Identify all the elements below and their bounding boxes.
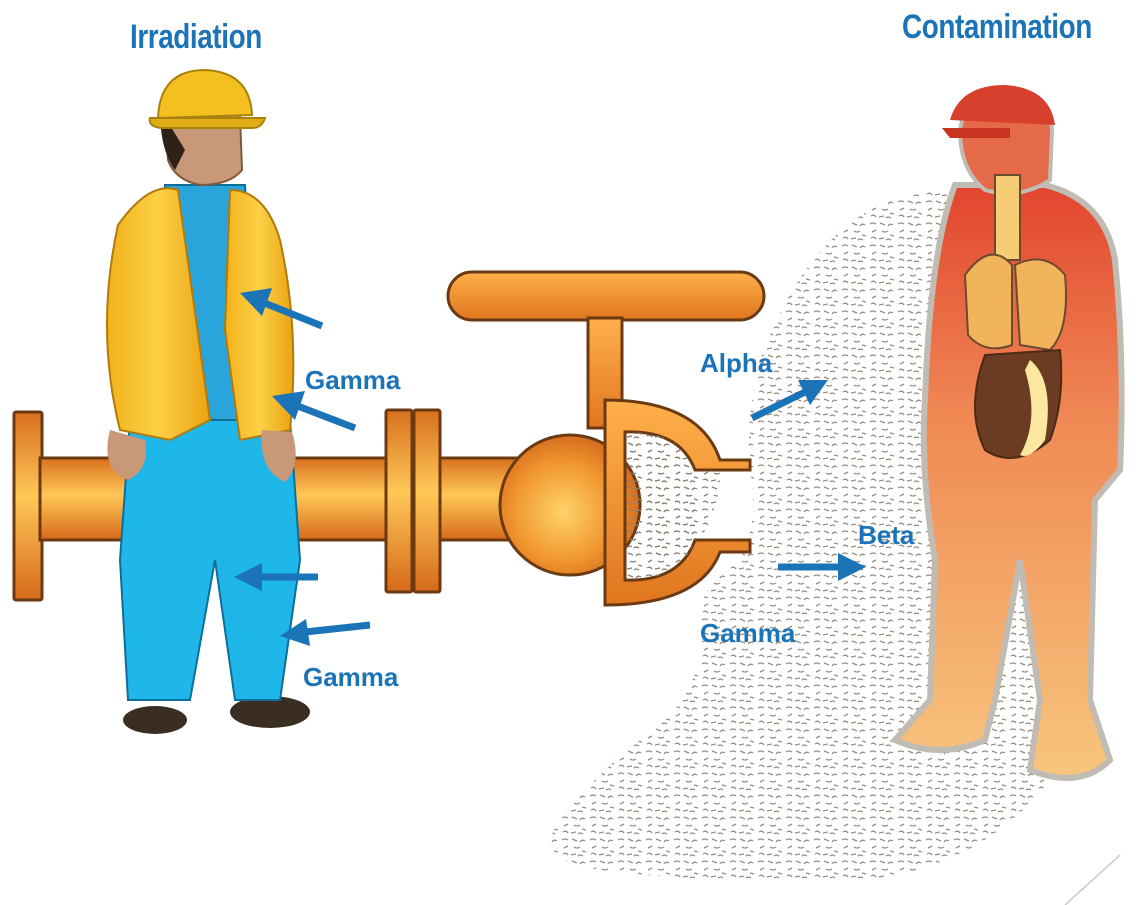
alpha-label: Alpha (700, 348, 772, 379)
gamma-label-right: Gamma (700, 618, 795, 649)
gamma-label-upper-left: Gamma (305, 365, 400, 396)
slide-corner-line (1065, 855, 1120, 905)
beta-label: Beta (858, 520, 914, 551)
gamma-label-lower-left: Gamma (303, 662, 398, 693)
valve (448, 272, 764, 605)
gamma-arrow-shin (280, 619, 370, 646)
